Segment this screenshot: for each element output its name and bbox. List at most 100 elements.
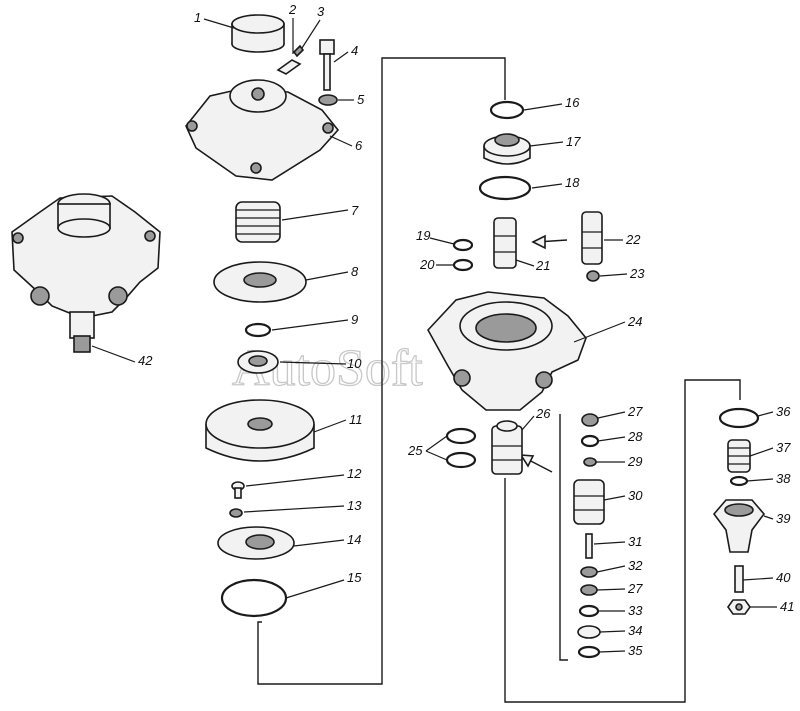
callout-number-15: 15	[347, 570, 362, 585]
callout-number-40: 40	[776, 570, 791, 585]
part-4-bolt	[319, 39, 335, 91]
callout-35: 35	[598, 643, 643, 658]
callout-number-30: 30	[628, 488, 643, 503]
callout-number-35: 35	[628, 643, 643, 658]
callout-leader-32	[596, 565, 626, 573]
callout-leader-11	[313, 419, 347, 433]
assembly-route-left	[257, 57, 506, 685]
callout-29: 29	[596, 454, 642, 469]
callout-38: 38	[746, 471, 791, 486]
callout-8: 8	[305, 264, 359, 281]
callout-number-22: 22	[625, 232, 641, 247]
callout-leader-1	[203, 18, 235, 29]
callout-37: 37	[749, 440, 791, 457]
part-25-ring-lower	[445, 451, 477, 469]
callout-leader-6	[329, 135, 353, 147]
callout-leader-16	[523, 103, 563, 111]
callout-number-27: 27	[627, 404, 643, 419]
callout-number-10: 10	[347, 356, 362, 371]
callout-7: 7	[281, 203, 359, 221]
callout-30: 30	[603, 488, 643, 503]
callout-33: 33	[598, 603, 643, 618]
part-40-screw	[734, 565, 744, 593]
part-33-washer	[578, 604, 600, 618]
callout-number-6: 6	[355, 138, 363, 153]
part-21-sleeve	[493, 217, 517, 269]
callout-24: 24	[573, 314, 642, 343]
callout-leader-24	[573, 321, 626, 343]
callout-25: 25	[407, 435, 448, 461]
callout-leader-40	[742, 577, 774, 581]
callout-leader-9	[271, 319, 349, 331]
part-32-nut	[580, 566, 598, 578]
callout-leader-14	[293, 539, 345, 547]
callout-number-28: 28	[627, 429, 643, 444]
callout-18: 18	[531, 175, 580, 190]
callout-39: 39	[763, 511, 790, 526]
callout-23: 23	[599, 266, 645, 281]
callout-11: 11	[313, 412, 363, 433]
part-26-valve-body	[491, 420, 523, 475]
callout-20: 20	[419, 257, 454, 272]
callout-leader-17	[529, 141, 564, 147]
callout-34: 34	[599, 623, 642, 638]
callout-leader-19	[429, 237, 455, 245]
callout-3: 3	[301, 4, 325, 49]
callout-leader-10	[279, 361, 347, 365]
part-17-seal	[483, 133, 531, 165]
callout-19: 19	[416, 228, 455, 245]
callout-number-27b: 27	[627, 581, 643, 596]
callout-5: 5	[338, 92, 365, 107]
callout-22: 22	[604, 232, 641, 247]
part-36-ring	[718, 407, 760, 429]
part-24-lower-housing	[427, 291, 587, 411]
part-35-ring	[577, 645, 601, 659]
callout-leader-35	[598, 650, 626, 653]
callout-17: 17	[529, 134, 581, 149]
callout-number-9: 9	[351, 312, 358, 327]
callout-number-29: 29	[627, 454, 642, 469]
callout-number-2: 2	[288, 2, 297, 17]
part-25-ring-upper	[445, 427, 477, 445]
arrow-head-21	[531, 234, 546, 250]
part-41-nut	[727, 599, 751, 615]
part-34-seal	[577, 625, 601, 639]
callout-number-38: 38	[776, 471, 791, 486]
callout-number-1: 1	[194, 10, 201, 25]
part-28-washer	[580, 434, 600, 448]
part-37-spring	[727, 439, 751, 473]
callout-leader-31	[593, 541, 626, 545]
callout-number-11: 11	[349, 412, 363, 427]
callout-number-39: 39	[776, 511, 790, 526]
assembly-route-right	[504, 379, 741, 703]
callout-number-4: 4	[351, 43, 358, 58]
callout-leader-28	[597, 436, 626, 442]
callout-6: 6	[329, 135, 363, 153]
callout-26: 26	[521, 406, 551, 431]
part-39-plug	[712, 499, 766, 553]
callout-leader-38	[746, 478, 774, 482]
callout-number-31: 31	[628, 534, 642, 549]
callout-number-24: 24	[627, 314, 642, 329]
callout-number-17: 17	[566, 134, 581, 149]
callout-number-5: 5	[357, 92, 365, 107]
part-29-cap	[583, 457, 597, 467]
callout-27: 27	[597, 404, 643, 419]
assembly-route-bracket	[559, 414, 568, 661]
callout-leader-21	[515, 259, 535, 267]
callout-number-19: 19	[416, 228, 430, 243]
part-6-upper-cover	[185, 79, 340, 181]
part-31-stem	[585, 533, 593, 559]
callout-leader-4	[333, 51, 349, 63]
callout-leader-26	[521, 415, 535, 431]
callout-number-25: 25	[407, 443, 423, 458]
part-7-spring	[235, 201, 281, 243]
callout-number-26: 26	[535, 406, 551, 421]
part-18-ring	[478, 175, 532, 201]
part-10-seal	[237, 350, 279, 374]
part-11-piston	[205, 399, 315, 462]
callout-leader-34	[599, 630, 626, 633]
callout-number-16: 16	[565, 95, 580, 110]
